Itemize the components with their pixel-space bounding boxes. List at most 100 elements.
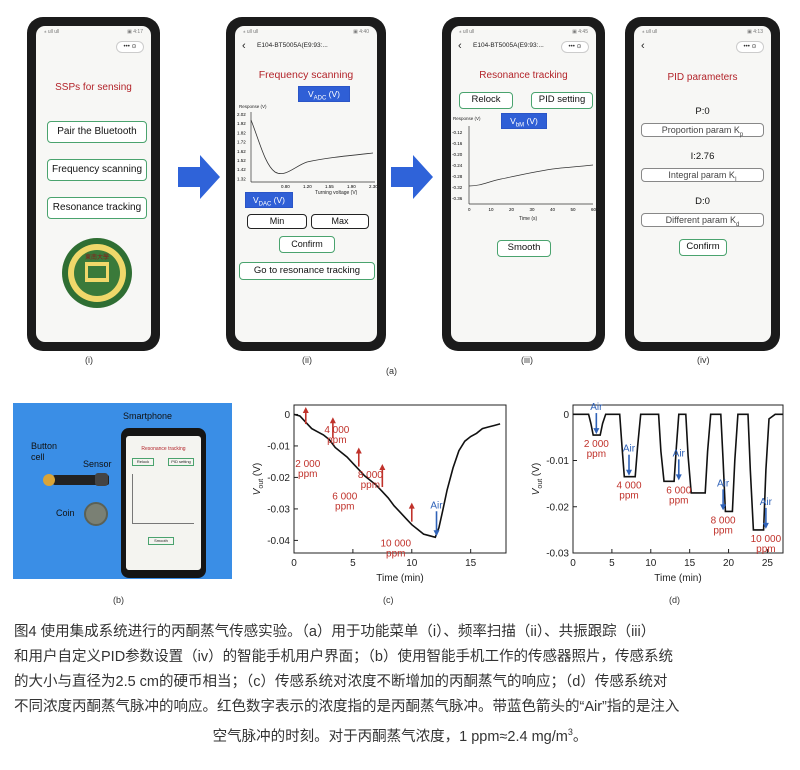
max-button[interactable]: Max [311,214,369,229]
right-arrow-icon [391,155,433,199]
back-chevron-icon[interactable]: ‹ [641,40,645,52]
vadc-sub: ADC [313,95,327,102]
integral-param-input[interactable]: Integral param KI [641,168,764,183]
vm-main: V [510,116,516,126]
scan-x-tick: 1.20 [303,184,312,189]
track-x-tick: 0 [468,207,471,212]
vadc-indicator[interactable]: VADC (V) [298,86,350,102]
scan-y-ticks: 2.021.921.821.721.621.521.421.32 [237,112,246,181]
x-axis-label: Time (min) [654,573,701,584]
scan-x-tick: 0.80 [281,184,290,189]
relock-button[interactable]: Relock [459,92,513,109]
screen-title: Frequency scanning [258,69,354,81]
track-chart-xlabel: Time (s) [519,216,538,222]
mini-program-capsule[interactable]: ••• ⊙ [736,41,764,53]
label-i: (i) [85,355,93,365]
go-to-resonance-tracking-button[interactable]: Go to resonance tracking [239,262,375,280]
caption-line-3: 的大小与直径为2.5 cm的硬币相当；（c）传感系统对浓度不断增加的丙酮蒸气的响… [14,674,668,690]
proportion-param-placeholder: Proportion param K [661,125,740,135]
label-c: (c) [383,595,394,605]
battery-clock: ▣ 4:45 [572,29,588,35]
plot-frame [293,404,507,554]
status-bar: ⁎ ull ull ▣ 4:13 [634,26,771,38]
p-value: P:0 [695,106,710,117]
x-tick-label: 15 [684,558,696,569]
back-chevron-icon[interactable]: ‹ [458,40,462,52]
university-logo-icon: 東南大學 [62,238,132,308]
battery-clock: ▣ 4:13 [747,29,763,35]
air-label: Air [430,500,443,511]
frequency-scanning-button[interactable]: Frequency scanning [47,159,147,181]
caption-line-2: 和用户自定义PID参数设置（iv）的智能手机用户界面；（b）使用智能手机工作的传… [14,649,673,665]
proportion-param-sub: p [739,131,744,138]
y-axis-label: Vout (V) [531,463,544,496]
confirm-button[interactable]: Confirm [279,236,335,253]
caption-line-4: 不同浓度丙酮蒸气脉冲的响应。红色数字表示的浓度指的是丙酮蒸气脉冲。带蓝色箭头的“… [14,699,680,715]
ppm-arrow-head [408,502,415,509]
vdac-sub: DAC [258,201,272,208]
vm-unit: (V) [524,116,538,126]
scan-x-tick: 2.30 [369,184,377,189]
y-tick-label: -0.02 [546,502,569,513]
resonance-tracking-button[interactable]: Resonance tracking [47,197,147,219]
x-tick-label: 5 [350,558,356,569]
pair-bluetooth-button[interactable]: Pair the Bluetooth [47,121,147,143]
vdac-main: V [252,195,259,205]
x-tick-label: 0 [570,558,576,569]
x-tick-label: 10 [645,558,657,569]
different-param-input[interactable]: Different param Kd [641,213,764,228]
proportion-param-input[interactable]: Proportion param Kp [641,123,764,138]
series-line [293,413,501,539]
air-arrow-head [762,522,769,529]
photo-label-sensor: Sensor [83,459,112,469]
scan-y-tick: 1.82 [237,130,246,135]
air-label: Air [717,478,730,489]
mini-program-capsule[interactable]: ••• ⊙ [116,41,144,53]
nav-bar: ‹ E104-BT5005A(E9:93:... ••• ⊙ [451,38,596,56]
signal-indicators: ⁎ ull ull [642,29,658,35]
smooth-button[interactable]: Smooth [497,240,551,257]
photo-label-smartphone: Smartphone [123,411,173,421]
confirm-button[interactable]: Confirm [679,239,727,256]
vdac-unit: (V) [271,195,286,205]
sensor-board [53,475,109,485]
y-tick-label: -0.04 [267,536,290,547]
y-tick-label: -0.02 [267,473,290,484]
min-button[interactable]: Min [247,214,307,229]
nav-bar: ‹ ••• ⊙ [634,38,771,56]
track-x-tick: 50 [571,207,577,212]
sensor-chip [95,473,108,486]
figure-caption: 图4 使用集成系统进行的丙酮蒸气传感实验。（a）用于功能菜单（i）、频率扫描（i… [14,620,786,750]
vdac-indicator[interactable]: VDAC (V) [245,192,293,208]
mini-program-capsule[interactable]: ••• ⊙ [561,41,589,53]
y-axis-label: Vout (V) [252,463,265,496]
phone-iv: ⁎ ull ull ▣ 4:13 ‹ ••• ⊙ PID parameters … [625,17,780,351]
pid-setting-button[interactable]: PID setting [531,92,593,109]
different-param-sub: d [736,221,740,228]
air-label: Air [673,448,686,459]
phone-iii: ⁎ ull ull ▣ 4:45 ‹ E104-BT5005A(E9:93:..… [442,17,605,351]
status-bar: ⁎ ull ull ▣ 4:17 [36,26,151,38]
back-chevron-icon[interactable]: ‹ [242,40,246,52]
status-bar: ⁎ ull ull ▣ 4:40 [235,26,377,38]
integral-param-placeholder: Integral param K [668,170,735,180]
d-value: D:0 [695,196,710,207]
ppm-arrow-head [302,407,309,414]
label-a: (a) [386,366,397,376]
scan-chart-xlabel: Turning voltage (V) [315,190,358,196]
track-y-ticks: -0.12-0.16-0.20-0.24-0.28-0.32-0.36 [452,130,463,201]
x-tick-label: 25 [762,558,774,569]
scan-y-tick: 1.92 [237,121,246,126]
status-bar: ⁎ ull ull ▣ 4:45 [451,26,596,38]
vm-indicator[interactable]: VbM (V) [501,113,547,129]
caption-line-5: 空气脉冲的时刻。对于丙酮蒸气浓度，1 ppm≈2.4 mg/m3。 [212,727,588,745]
label-ii: (ii) [302,355,312,365]
track-y-tick: -0.36 [452,196,463,201]
x-axis-label: Time (min) [376,573,423,584]
